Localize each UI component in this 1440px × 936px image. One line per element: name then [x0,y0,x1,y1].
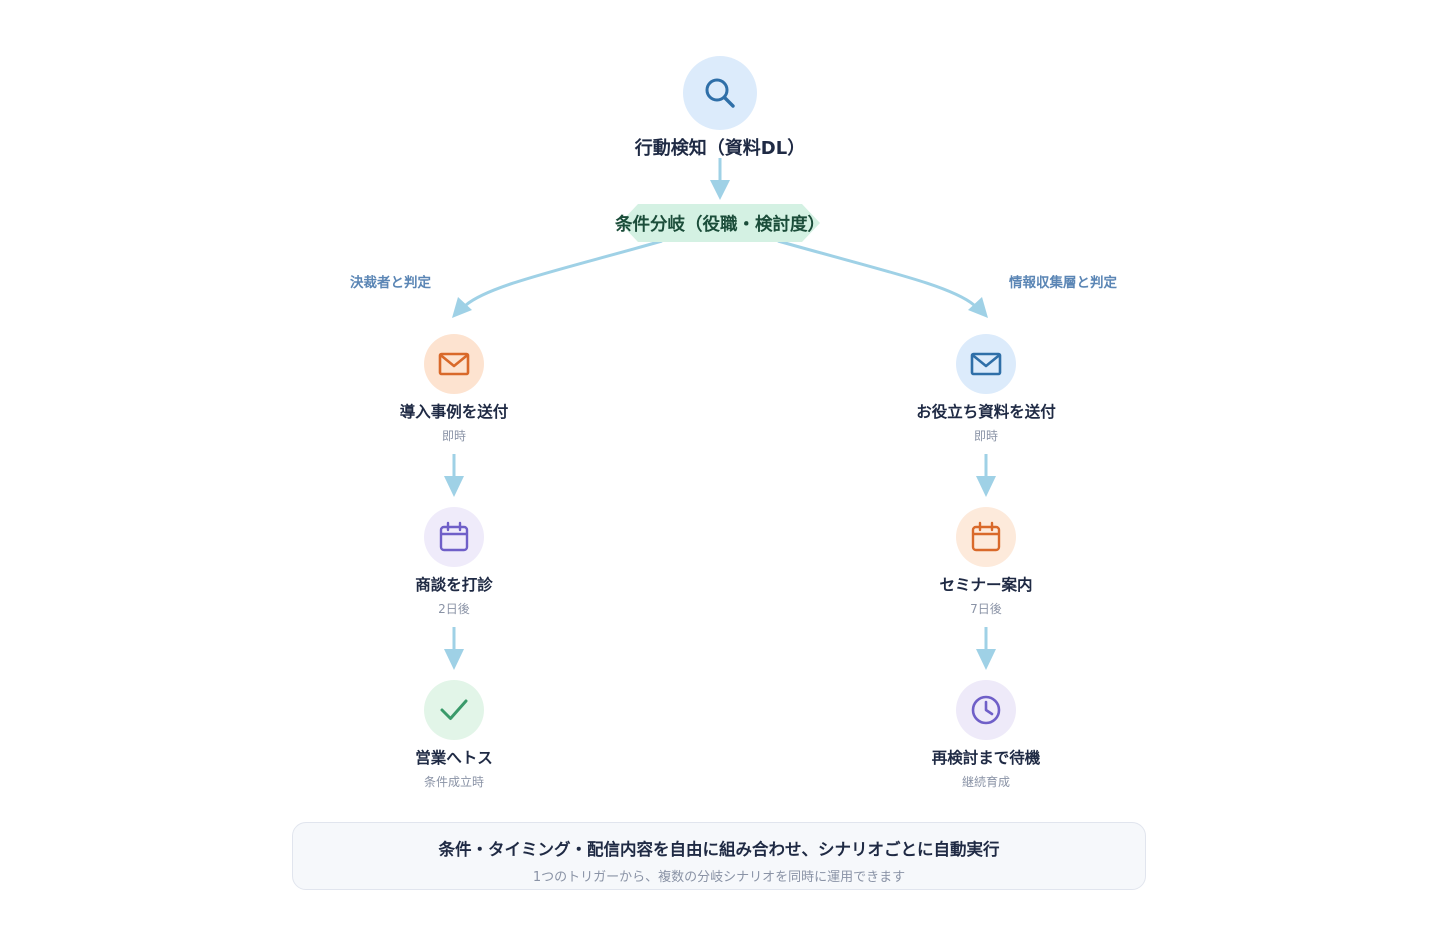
arrow-condition-to-left [452,239,663,318]
branch-label-left: 決裁者と判定 [350,275,431,291]
arrow-right-step2-to-step3 [976,627,996,670]
right-step-3: 再検討まで待機 継続育成 [876,680,1096,790]
calendar-icon [971,521,1001,552]
right-step-2-circle [956,507,1016,567]
search-icon [705,78,735,108]
left-step-3-title: 営業へトス [415,749,493,767]
trigger-title: 行動検知（資料DL） [634,138,806,159]
summary-subtitle: 1つのトリガーから、複数の分岐シナリオを同時に運用できます [532,870,906,885]
right-step-1-circle [956,334,1016,394]
check-icon [440,699,468,720]
left-step-2-circle [424,507,484,567]
mail-icon [438,352,470,376]
right-step-3-circle [956,680,1016,740]
trigger-node: 行動検知（資料DL） [610,56,830,160]
arrow-left-step1-to-step2 [444,454,464,497]
right-step-2: セミナー案内 7日後 [876,507,1096,617]
trigger-circle [683,56,757,130]
arrow-condition-to-right [777,239,988,318]
summary-title: 条件・タイミング・配信内容を自由に組み合わせ、シナリオごとに自動実行 [438,840,1000,859]
right-step-2-timing: 7日後 [970,602,1002,616]
right-step-3-title: 再検討まで待機 [931,749,1041,767]
calendar-icon [439,521,469,552]
left-step-2-timing: 2日後 [438,602,470,616]
right-step-1: お役立ち資料を送付 即時 [876,334,1096,444]
condition-node: 条件分岐（役職・検討度） [615,204,825,242]
left-step-2: 商談を打診 2日後 [344,507,564,617]
right-step-1-timing: 即時 [973,429,998,443]
mail-icon [970,352,1002,376]
left-step-3-condition: 条件成立時 [423,775,484,789]
left-step-1: 導入事例を送付 即時 [344,334,564,444]
arrow-right-step1-to-step2 [976,454,996,497]
right-step-2-title: セミナー案内 [939,576,1033,594]
condition-shape [620,204,820,242]
clock-icon [971,695,1001,725]
left-step-2-title: 商談を打診 [415,576,493,594]
right-step-3-status: 継続育成 [961,775,1010,789]
left-step-1-timing: 即時 [441,429,466,443]
left-step-3-circle [424,680,484,740]
summary-box: 条件・タイミング・配信内容を自由に組み合わせ、シナリオごとに自動実行 1つのトリ… [292,822,1146,890]
left-step-1-circle [424,334,484,394]
left-step-1-title: 導入事例を送付 [399,403,509,421]
arrow-trigger-to-condition [710,158,730,200]
branch-label-right: 情報収集層と判定 [1009,275,1117,291]
arrow-left-step2-to-step3 [444,627,464,670]
condition-label: 条件分岐（役職・検討度） [615,214,825,235]
left-step-3: 営業へトス 条件成立時 [344,680,564,790]
right-step-1-title: お役立ち資料を送付 [916,403,1056,421]
